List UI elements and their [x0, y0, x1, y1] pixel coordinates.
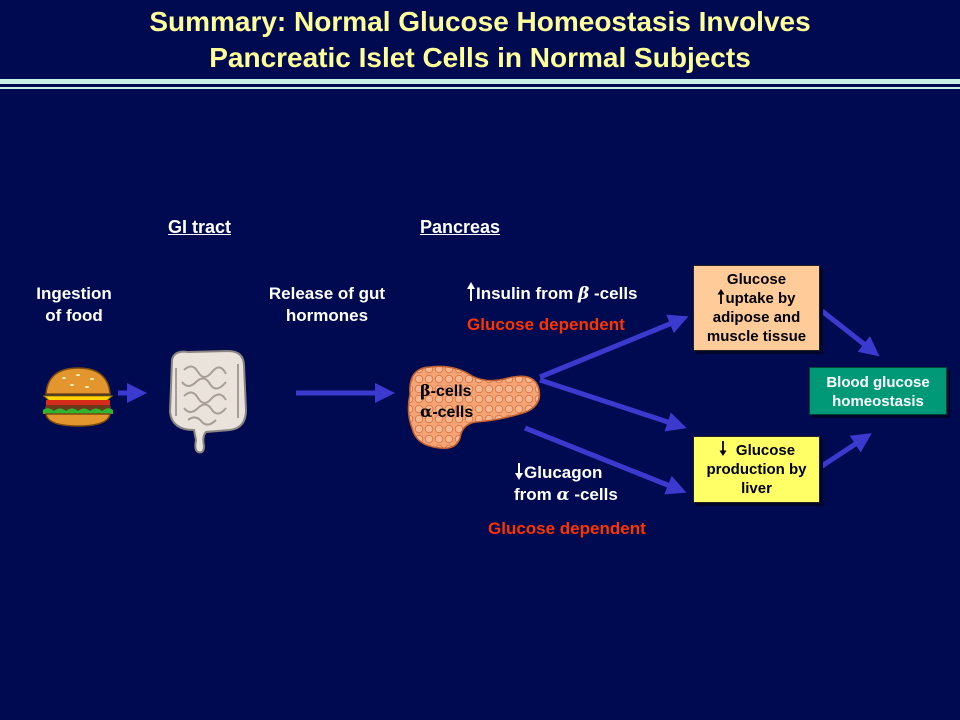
glucagon-from-text: from	[514, 485, 557, 504]
release-label: Release of gut hormones	[257, 283, 397, 327]
alpha-symbol: α	[420, 402, 433, 421]
glucagon-cells-text: -cells	[569, 485, 618, 504]
ingestion-line-1: Ingestion	[36, 284, 112, 303]
glucagon-text: Glucagon	[524, 463, 603, 482]
homeostasis-line-2: homeostasis	[832, 393, 924, 410]
glucagon-glucose-dependent: Glucose dependent	[488, 519, 646, 538]
title-line-1: Summary: Normal Glucose Homeostasis Invo…	[149, 6, 811, 37]
uptake-line-2: uptake by	[725, 290, 796, 307]
title-rule-thin	[0, 87, 960, 89]
slide-title: Summary: Normal Glucose Homeostasis Invo…	[0, 4, 960, 76]
intestine-icon	[168, 349, 248, 454]
title-line-2: Pancreatic Islet Cells in Normal Subject…	[209, 42, 751, 73]
uptake-line-3: adipose and	[712, 309, 801, 326]
arrow-pancreas-to-uptake	[539, 314, 689, 380]
burger-icon	[42, 367, 114, 427]
insulin-cells-text: -cells	[589, 284, 638, 303]
release-line-1: Release of gut	[268, 284, 386, 303]
glucose-uptake-box: Glucose uptake by adipose and muscle tis…	[693, 265, 820, 351]
insulin-text: Insulin from	[476, 284, 578, 303]
ingestion-label: Ingestion of food	[26, 283, 122, 327]
uptake-line-4: muscle tissue	[706, 328, 807, 345]
liver-line-3: liver	[741, 480, 772, 497]
arrow-uptake-to-homeostasis	[820, 309, 880, 357]
homeostasis-line-1: Blood glucose	[826, 374, 930, 391]
glucagon-label: Glucagon from α -cells	[514, 462, 618, 506]
beta-cells-label: -cells	[430, 383, 472, 400]
blood-glucose-homeostasis-box: Blood glucose homeostasis	[809, 367, 947, 415]
arrow-pancreas-to-liver	[539, 377, 687, 432]
insulin-label: Insulin from β -cells	[466, 282, 638, 305]
up-arrow-icon	[467, 282, 475, 301]
glucagon-alpha-symbol: α	[556, 485, 570, 505]
title-rule-thick	[0, 79, 960, 84]
down-arrow-icon	[719, 441, 727, 456]
header-pancreas: Pancreas	[420, 217, 501, 237]
header-gi-tract: GI tract	[168, 217, 232, 237]
pancreas-cell-labels: β-cells α-cells	[420, 381, 473, 423]
arrow-liver-to-homeostasis	[820, 433, 872, 469]
uptake-line-1: Glucose	[726, 271, 787, 288]
arrow-glucagon-to-liver	[524, 425, 687, 495]
liver-line-1: Glucose	[735, 442, 796, 459]
down-arrow-icon	[515, 463, 523, 480]
release-line-2: hormones	[285, 306, 369, 325]
insulin-beta-symbol: β	[578, 284, 590, 304]
insulin-glucose-dependent: Glucose dependent	[467, 315, 625, 334]
pancreas-icon	[407, 365, 541, 450]
glucose-production-box: Glucose production by liver	[693, 436, 820, 503]
liver-line-2: production by	[706, 461, 807, 478]
alpha-cells-label: -cells	[432, 404, 474, 421]
beta-symbol: β	[420, 381, 431, 400]
ingestion-line-2: of food	[45, 306, 103, 325]
up-arrow-icon	[717, 289, 725, 304]
